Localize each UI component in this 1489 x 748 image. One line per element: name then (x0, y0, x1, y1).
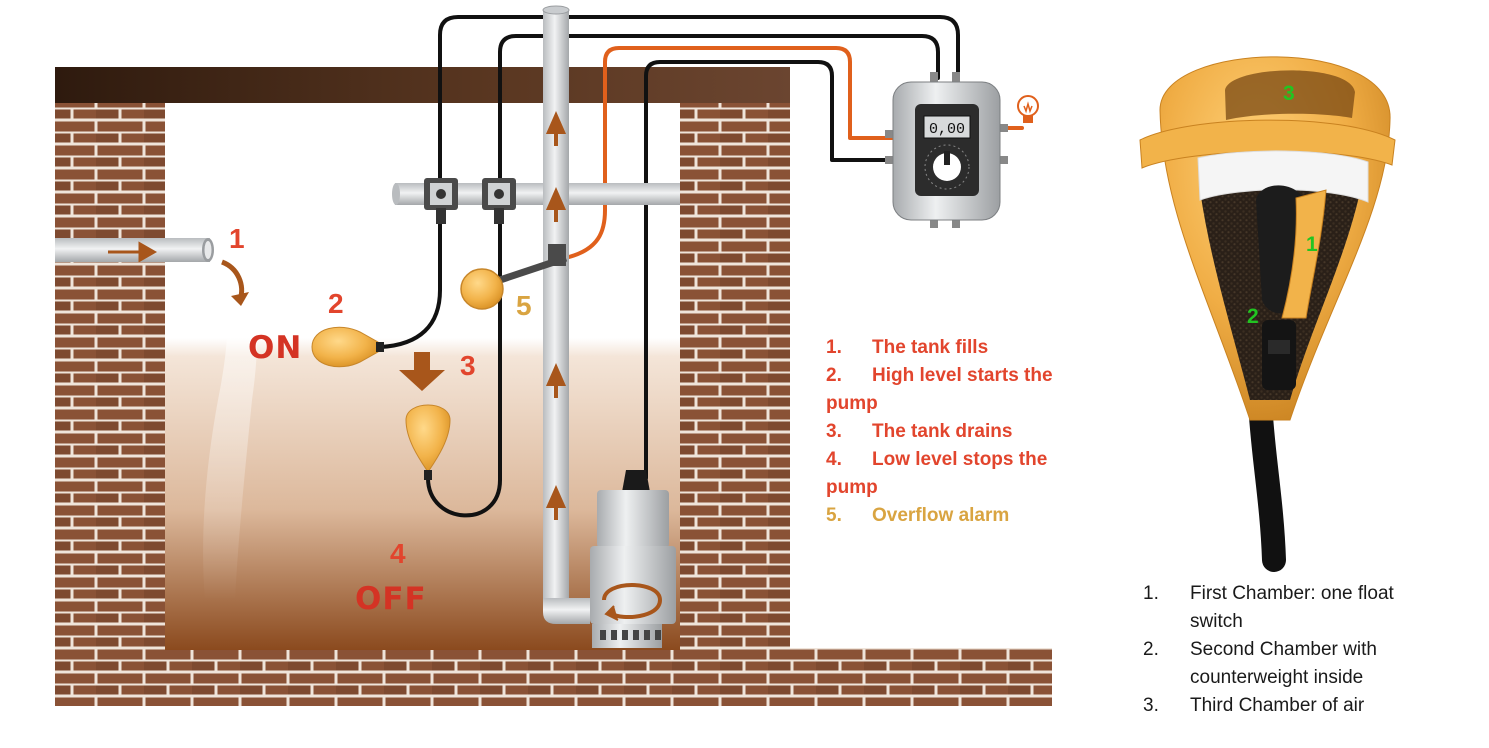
legend-num: 2. (826, 365, 842, 386)
legend-text: The tank fills (872, 337, 989, 358)
legend-item: 1. First Chamber: one float switch (1143, 580, 1403, 636)
cable-pump (644, 60, 895, 480)
legend-item: 3. The tank drains (826, 418, 1066, 446)
left-brick-wall (55, 102, 165, 650)
step-1-label: 1 (229, 223, 245, 254)
legend-item: 1. The tank fills (826, 334, 1066, 362)
legend-text: The tank drains (872, 421, 1013, 442)
rotation-arrow-icon (602, 583, 663, 621)
legend-item: 3. Third Chamber of air (1143, 692, 1403, 720)
chamber-label-3: 3 (1283, 82, 1295, 105)
legend-item: 4.Low level stops the pump (826, 446, 1066, 502)
on-label: ON (248, 330, 303, 366)
cables (378, 15, 1024, 518)
controller-knob (933, 153, 961, 181)
process-legend: 1. The tank fills 2.High level starts the… (826, 334, 1066, 530)
support-pipe (392, 178, 680, 224)
submersible-pump-icon (590, 470, 676, 648)
off-label: OFF (355, 581, 427, 617)
flow-arrow-icon (231, 292, 249, 306)
inflow-stream (203, 255, 258, 600)
legend-num: 1. (1143, 583, 1159, 604)
white-collar (1197, 150, 1369, 203)
cable-alarm-float (563, 46, 895, 260)
legend-num: 5. (826, 505, 842, 526)
controller-box-icon: 0,00 (885, 72, 1008, 228)
pipe-clamp-icon (482, 178, 516, 224)
pipe-clamp-icon (424, 178, 458, 224)
right-brick-wall (680, 102, 790, 650)
chamber-legend: 1. First Chamber: one float switch 2. Seco… (1143, 580, 1403, 720)
ceiling-beam (55, 67, 790, 103)
inner-flap (1281, 189, 1327, 319)
chamber-label-2: 2 (1247, 305, 1259, 328)
cable-low-float (426, 34, 940, 518)
legend-text: High level starts the pump (826, 365, 1053, 414)
floor-brick (55, 648, 1052, 706)
legend-text: Overflow alarm (872, 505, 1010, 526)
float-cable (1248, 388, 1286, 572)
legend-text: Second Chamber with counterweight inside (1190, 639, 1377, 688)
legend-text: First Chamber: one float switch (1190, 583, 1394, 632)
legend-num: 2. (1143, 639, 1159, 660)
discharge-pipe (542, 5, 590, 624)
inflow-pipe-icon (55, 238, 249, 306)
high-float-switch-icon (311, 326, 384, 368)
step-3-label: 3 (460, 350, 476, 381)
cable-gland (1262, 320, 1296, 390)
cable-high-float (378, 15, 960, 349)
legend-num: 4. (826, 449, 842, 470)
legend-num: 3. (826, 421, 842, 442)
low-float-switch-icon (405, 404, 451, 480)
legend-num: 3. (1143, 695, 1159, 716)
legend-item: 2. Second Chamber with counterweight insi… (1143, 636, 1403, 692)
legend-text: Low level stops the pump (826, 449, 1048, 498)
legend-item: 2.High level starts the pump (826, 362, 1066, 418)
shell-band (1139, 119, 1396, 169)
legend-num: 1. (826, 337, 842, 358)
flow-arrow-icon (108, 241, 158, 263)
step-4-label: 4 (390, 538, 406, 569)
light-bulb-icon (1017, 95, 1039, 123)
drain-arrow-icon (399, 352, 445, 391)
step-2-label: 2 (328, 288, 344, 319)
float-switch-cutaway (1139, 56, 1396, 572)
air-chamber (1225, 70, 1355, 120)
legend-item: 5. Overflow alarm (826, 502, 1066, 530)
step-5-label: 5 (516, 290, 532, 321)
chamber-label-1: 1 (1306, 233, 1318, 256)
legend-text: Third Chamber of air (1190, 695, 1365, 716)
alarm-float-switch-icon (460, 244, 568, 310)
controller-display: 0,00 (929, 121, 965, 138)
